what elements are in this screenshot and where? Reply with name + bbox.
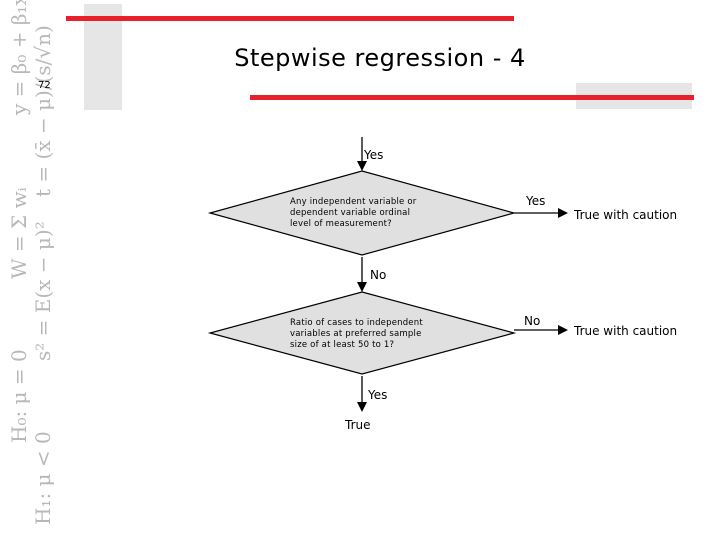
formula-watermark-text: W = Σ wᵢ	[7, 187, 31, 279]
page-number: 72	[38, 80, 51, 91]
decision1-yes-outcome: True with caution	[574, 208, 678, 222]
decision1-question-line: dependent variable ordinal	[290, 208, 411, 218]
slide-title: Stepwise regression - 4	[234, 44, 526, 72]
decision2-no-label: No	[524, 314, 541, 328]
decision1-diamond	[207, 170, 517, 256]
decision2-yes-label: Yes	[368, 388, 388, 402]
top-left-gray-bar	[84, 4, 122, 110]
formula-watermark-text: H₀: μ = 0	[7, 349, 31, 443]
entry-yes-label: Yes	[364, 148, 384, 162]
final-outcome-true: True	[345, 418, 371, 432]
decision2-diamond	[207, 291, 517, 375]
formula-watermark: H₁: μ < 0H₀: μ = 0s² = E(x − μ)²W = Σ wᵢ…	[7, 0, 55, 525]
decision2-question-line: Ratio of cases to independent	[290, 318, 423, 328]
decision1-question: Any independent variable or dependent va…	[290, 197, 416, 230]
decision2-no-outcome: True with caution	[574, 324, 678, 338]
formula-watermark-text: t = (x̄ − μ)/(s/√n)	[31, 25, 55, 197]
formula-watermark-text: H₁: μ < 0	[31, 431, 55, 525]
decision1-question-line: level of measurement?	[290, 219, 392, 229]
decision1-question-line: Any independent variable or	[290, 197, 417, 207]
decision1-yes-label: Yes	[526, 194, 546, 208]
decision2-question: Ratio of cases to independent variables …	[290, 318, 423, 351]
decision2-question-line: variables at preferred sample	[290, 329, 422, 339]
decision1-no-label: No	[370, 268, 387, 282]
right-red-line	[250, 95, 694, 100]
formula-watermark-text: s² = E(x − μ)²	[31, 221, 55, 361]
decision2-question-line: size of at least 50 to 1?	[290, 340, 395, 350]
formula-watermark-text: y = β₀ + β₁x	[7, 0, 31, 116]
top-red-line	[66, 16, 514, 21]
